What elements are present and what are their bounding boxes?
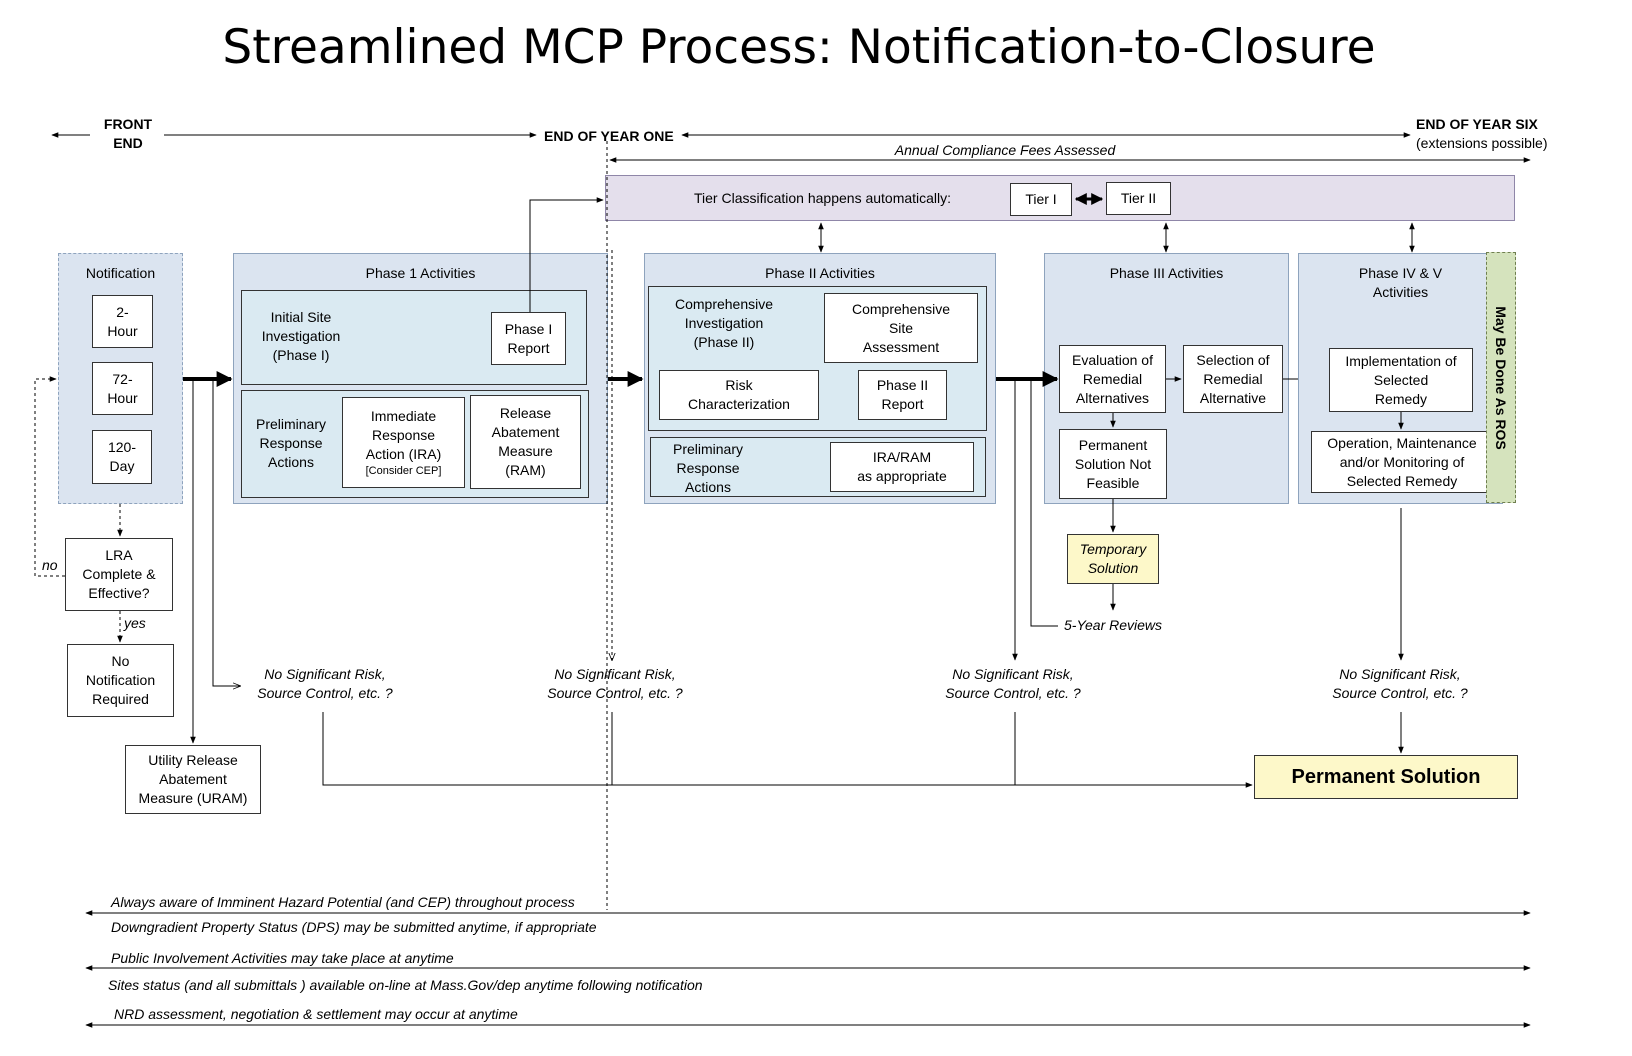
note-nrd: NRD assessment, negotiation & settlement… — [114, 1006, 518, 1022]
nsr-question-1: No Significant Risk, Source Control, etc… — [257, 666, 393, 701]
comprehensive-investigation-label: Comprehensive Investigation (Phase II) — [674, 296, 774, 350]
phase-1-report-box: Phase I Report — [491, 312, 566, 365]
ira-box: Immediate Response Action (IRA) [Conside… — [342, 397, 465, 488]
notification-title: Notification — [85, 265, 156, 281]
operation-maintenance-box: Operation, Maintenance and/or Monitoring… — [1311, 431, 1493, 493]
phase-2-prelim-label: Preliminary Response Actions — [672, 441, 743, 495]
phase-3-title: Phase III Activities — [1109, 265, 1224, 281]
notification-72-hour: 72- Hour — [92, 362, 153, 415]
phase-2-title: Phase II Activities — [765, 265, 875, 281]
note-imminent-hazard: Always aware of Imminent Hazard Potentia… — [111, 894, 575, 910]
permanent-solution-not-feasible-box: Permanent Solution Not Feasible — [1059, 429, 1167, 499]
phase-2-report-box: Phase II Report — [858, 370, 947, 420]
notification-2-hour: 2- Hour — [92, 295, 153, 348]
note-dps: Downgradient Property Status (DPS) may b… — [111, 919, 597, 935]
implementation-remedy-box: Implementation of Selected Remedy — [1329, 348, 1473, 412]
ira-ram-box: IRA/RAM as appropriate — [830, 442, 974, 492]
permanent-solution-box: Permanent Solution — [1254, 755, 1518, 799]
selection-remedial-alternative-box: Selection of Remedial Alternative — [1183, 345, 1283, 413]
temporary-solution-box: Temporary Solution — [1067, 534, 1159, 584]
notification-120-day: 120- Day — [92, 430, 152, 484]
uram-box: Utility Release Abatement Measure (URAM) — [125, 745, 261, 814]
nsr-question-2: No Significant Risk, Source Control, etc… — [547, 666, 683, 701]
comprehensive-site-assessment-box: Comprehensive Site Assessment — [824, 293, 978, 363]
extensions-label: (extensions possible) — [1416, 135, 1548, 151]
note-site-status: Sites status (and all submittals ) avail… — [108, 977, 703, 993]
nsr-question-4: No Significant Risk, Source Control, etc… — [1332, 666, 1468, 701]
tier-1-box: Tier I — [1010, 183, 1072, 216]
phase1-report-to-tier — [529, 197, 604, 312]
lra-decision-box: LRA Complete & Effective? — [65, 538, 173, 611]
nsr-question-3: No Significant Risk, Source Control, etc… — [945, 666, 1081, 701]
no-notification-required-box: No Notification Required — [67, 644, 174, 717]
end-year-one-label: END OF YEAR ONE — [544, 128, 674, 144]
front-end-label: FRONT END — [103, 116, 153, 151]
annual-fees-label: Annual Compliance Fees Assessed — [894, 142, 1116, 158]
risk-characterization-box: Risk Characterization — [659, 370, 819, 420]
tier-classification-label: Tier Classification happens automaticall… — [694, 190, 952, 206]
evaluation-remedial-alternatives-box: Evaluation of Remedial Alternatives — [1059, 345, 1166, 413]
ira-label: Immediate Response Action (IRA) — [365, 408, 442, 462]
page-title: Streamlined MCP Process: Notification-to… — [222, 20, 1376, 75]
note-public-involvement: Public Involvement Activities may take p… — [111, 950, 454, 966]
lra-no-label: no — [42, 557, 58, 573]
phase3-to-reviews-line — [1030, 379, 1058, 627]
ros-band: May Be Done As ROS — [1486, 252, 1516, 503]
phase-1-prelim-label: Preliminary Response Actions — [255, 416, 326, 470]
ira-note: [Consider CEP] — [365, 465, 442, 477]
phase-1-title: Phase 1 Activities — [365, 265, 476, 281]
lra-yes-label: yes — [124, 615, 146, 631]
initial-site-investigation-label: Initial Site Investigation (Phase I) — [261, 309, 341, 363]
lra-no-dashed-loop — [34, 376, 65, 577]
tier-2-box: Tier II — [1106, 182, 1171, 215]
notification-to-nsr1-arrow — [212, 379, 240, 686]
end-year-six-label: END OF YEAR SIX — [1416, 116, 1538, 132]
phase-4-5-title: Phase IV & V Activities — [1358, 265, 1443, 300]
ram-box: Release Abatement Measure (RAM) — [470, 395, 581, 489]
five-year-reviews-label: 5-Year Reviews — [1064, 617, 1163, 633]
nsr-to-permanent-arrow — [322, 712, 1253, 788]
